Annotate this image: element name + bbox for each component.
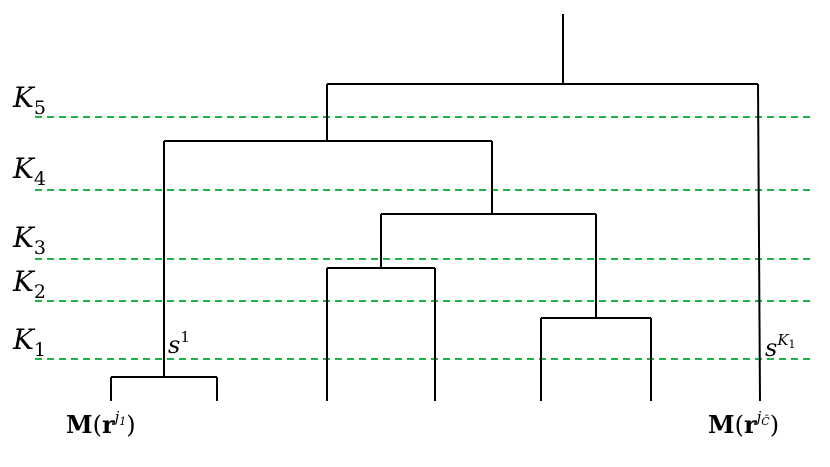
level-label-k3: K3 — [13, 221, 47, 259]
branch-right-long — [757, 83, 761, 402]
tree-branches — [110, 14, 761, 402]
level-label-k4: K4 — [13, 152, 47, 190]
leaf-label-left: M(rj1) — [66, 408, 136, 439]
segment-label-left: s1 — [168, 328, 190, 359]
level-label-k2: K2 — [13, 265, 47, 303]
leaf-label-right: M(rjC̄) — [708, 408, 780, 439]
level-label-k1: K1 — [13, 323, 47, 361]
threshold-lines — [35, 116, 812, 360]
level-label-k5: K5 — [13, 81, 47, 119]
segment-label-right: sK1 — [765, 331, 796, 362]
